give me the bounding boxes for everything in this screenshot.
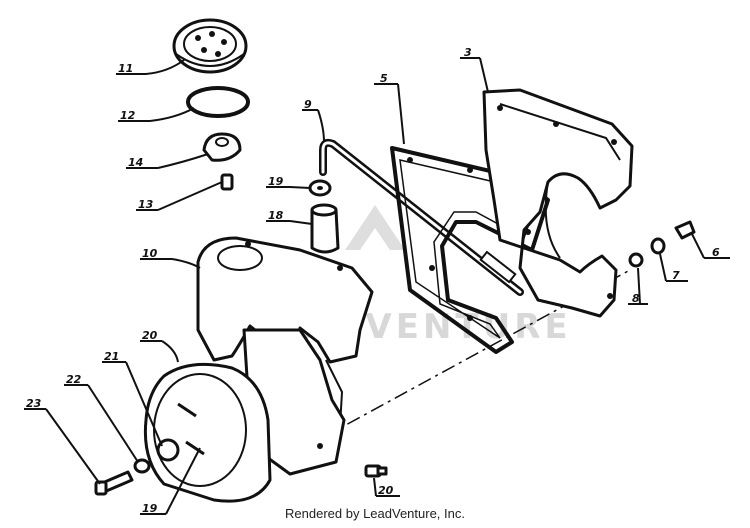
part-washer-19[interactable] [308, 179, 332, 197]
part-cap[interactable] [202, 132, 242, 162]
part-screw-20[interactable] [364, 464, 388, 478]
callout-labels: 11 12 14 13 19 18 9 5 3 10 6 7 8 20 21 2… [26, 46, 720, 515]
part-bolt-6[interactable] [674, 220, 696, 240]
callout-18[interactable]: 18 [268, 209, 284, 222]
callout-3[interactable]: 3 [464, 46, 472, 59]
callout-19-lower[interactable]: 19 [142, 502, 158, 515]
part-washer-8[interactable] [628, 252, 644, 268]
part-crankcase-cover[interactable] [482, 88, 634, 318]
callout-9[interactable]: 9 [304, 98, 312, 111]
part-bolt-23[interactable] [94, 470, 134, 496]
footer-credit: Rendered by LeadVenture, Inc. [285, 506, 465, 521]
callout-14[interactable]: 14 [128, 156, 143, 169]
part-screw-13[interactable] [220, 173, 234, 191]
callout-10[interactable]: 10 [142, 247, 158, 260]
part-nut-7[interactable] [650, 237, 666, 255]
callout-23[interactable]: 23 [26, 397, 42, 410]
callout-11[interactable]: 11 [118, 62, 133, 75]
part-cylinder-18[interactable] [310, 203, 340, 254]
leader-lines [24, 57, 730, 515]
centerline [299, 269, 631, 451]
part-filter-cap[interactable] [172, 18, 248, 74]
part-housing[interactable] [196, 236, 374, 476]
callout-12[interactable]: 12 [120, 109, 136, 122]
callout-13[interactable]: 13 [138, 198, 154, 211]
callout-5[interactable]: 5 [380, 72, 388, 85]
callout-19-upper[interactable]: 19 [268, 175, 284, 188]
watermark-logo-icon [345, 205, 405, 250]
part-breather-tube[interactable] [319, 138, 524, 296]
part-washer-22[interactable] [133, 458, 151, 474]
callout-22[interactable]: 22 [66, 373, 82, 386]
callout-7[interactable]: 7 [672, 269, 680, 282]
callout-8[interactable]: 8 [632, 292, 640, 305]
callout-20-shroud[interactable]: 20 [142, 329, 158, 342]
part-flywheel-shroud[interactable] [143, 362, 272, 503]
callout-6[interactable]: 6 [712, 246, 720, 259]
callout-21[interactable]: 21 [104, 350, 119, 363]
callout-20-screw[interactable]: 20 [378, 484, 394, 497]
part-ring-gasket[interactable] [186, 86, 250, 118]
